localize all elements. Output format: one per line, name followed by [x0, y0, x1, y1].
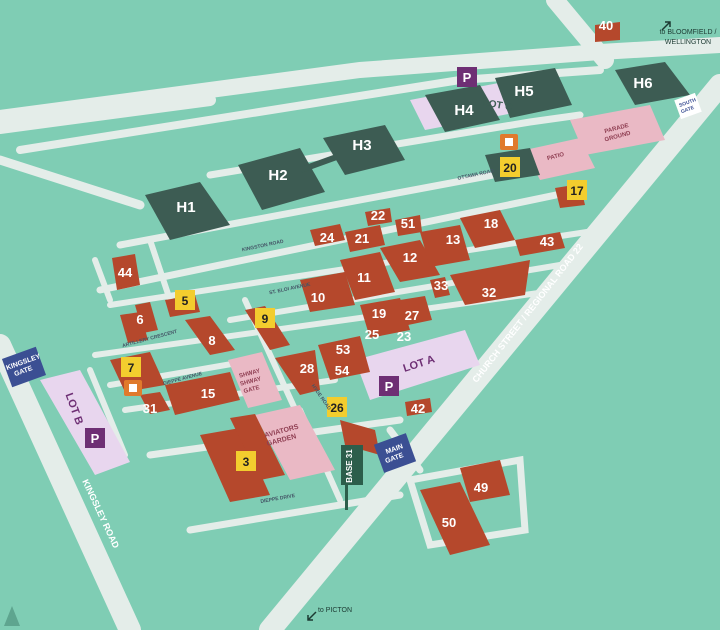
- highlight-marker-26[interactable]: [327, 397, 347, 417]
- building-label-21[interactable]: 21: [355, 231, 369, 246]
- flag-text: BASE 31: [345, 449, 354, 483]
- street-ottawa: OTTAWA ROAD: [457, 168, 495, 182]
- building-label-13[interactable]: 13: [446, 232, 460, 247]
- building-label-51[interactable]: 51: [401, 216, 415, 231]
- building-label-32[interactable]: 32: [482, 285, 496, 300]
- parade-ground-area[interactable]: [570, 105, 665, 155]
- hangar-label-h2[interactable]: H2: [268, 167, 287, 184]
- highlight-label-9[interactable]: 9: [262, 312, 269, 326]
- street-st-eloi: ST. ELOI AVENUE: [269, 282, 312, 297]
- direction-bloomfield-1: to BLOOMFIELD /: [660, 29, 717, 36]
- building-label-15[interactable]: 15: [201, 386, 215, 401]
- building-label-18[interactable]: 18: [484, 216, 498, 231]
- building-label-10[interactable]: 10: [311, 290, 325, 305]
- highlight-label-3[interactable]: 3: [243, 455, 250, 469]
- highlight-marker-9[interactable]: [255, 308, 275, 328]
- southwest-arrow-icon: [307, 611, 317, 621]
- shway-gate-label-3: GATE: [243, 385, 260, 395]
- parking-label-2[interactable]: P: [91, 431, 100, 446]
- building-label-42[interactable]: 42: [411, 401, 425, 416]
- highlight-label-5[interactable]: 5: [182, 294, 189, 308]
- south-gate-label-1[interactable]: SOUTH: [678, 97, 697, 109]
- street-church: CHURCH STREET / REGIONAL ROAD 22: [470, 242, 585, 385]
- south-gate-label-2[interactable]: GATE: [680, 105, 695, 115]
- parking-marker-2[interactable]: [85, 428, 105, 448]
- shway-gate-label-1: SHWAY: [239, 368, 261, 379]
- building-label-53[interactable]: 53: [336, 342, 350, 357]
- main-gate-sign[interactable]: [373, 433, 417, 473]
- street-kingsley-road: KINGSLEY ROAD: [80, 478, 121, 551]
- highlight-marker-17[interactable]: [567, 180, 587, 200]
- highlight-label-26[interactable]: 26: [330, 401, 344, 415]
- building-label-44[interactable]: 44: [118, 265, 133, 280]
- restroom-icon-20[interactable]: [500, 134, 518, 150]
- hangar-label-h6[interactable]: H6: [633, 75, 652, 92]
- shway-gate-label-2: SHWAY: [240, 376, 262, 387]
- building-label-19[interactable]: 19: [372, 306, 386, 321]
- highlight-marker-5[interactable]: [175, 290, 195, 310]
- hangar-label-h1[interactable]: H1: [176, 199, 195, 216]
- direction-bloomfield-2: WELLINGTON: [665, 39, 711, 46]
- street-kingston: KINGSTON ROAD: [241, 239, 284, 254]
- building-label-6[interactable]: 6: [136, 312, 143, 327]
- patio-area[interactable]: [525, 138, 595, 180]
- building-label-11[interactable]: 11: [357, 270, 371, 285]
- northeast-arrow-icon: [661, 21, 671, 31]
- compass-icon: [4, 606, 20, 626]
- highlight-label-17[interactable]: 17: [570, 184, 584, 198]
- building-label-33[interactable]: 33: [434, 278, 448, 293]
- brick-building-shapes: [110, 184, 585, 555]
- patio-label: PATIO: [547, 152, 566, 162]
- building-label-25[interactable]: 25: [365, 327, 379, 342]
- parking-label-1[interactable]: P: [463, 70, 472, 85]
- hangar-shapes: [145, 62, 690, 240]
- building-label-49[interactable]: 49: [474, 480, 488, 495]
- aviators-garden-area[interactable]: [255, 405, 335, 480]
- parking-marker-1[interactable]: [457, 67, 477, 87]
- street-dieppe-drive: DIEPPE DRIVE: [260, 493, 296, 505]
- building-label-54[interactable]: 54: [335, 363, 350, 378]
- building-label-12[interactable]: 12: [403, 250, 417, 265]
- building-label-22[interactable]: 22: [371, 208, 385, 223]
- restroom-icon-7[interactable]: [124, 380, 142, 396]
- building-label-24[interactable]: 24: [320, 230, 335, 245]
- hangar-label-h5[interactable]: H5: [514, 83, 533, 100]
- lot-b-area[interactable]: [40, 370, 130, 475]
- building-label-40[interactable]: 40: [599, 18, 613, 33]
- highlight-label-20[interactable]: 20: [503, 161, 517, 175]
- parking-marker-3[interactable]: [379, 376, 399, 396]
- parking-label-3[interactable]: P: [385, 379, 394, 394]
- lot-b-label: LOT B: [63, 391, 86, 426]
- south-gate-sign[interactable]: [674, 92, 702, 120]
- building-label-23[interactable]: 23: [397, 329, 411, 344]
- building-label-8[interactable]: 8: [208, 333, 215, 348]
- kingsley-gate-sign[interactable]: [1, 346, 47, 388]
- street-artillery: ARTILLERY CRESCENT: [122, 329, 178, 349]
- lot-a-label: LOT A: [402, 353, 437, 374]
- shway-gate-area[interactable]: [228, 352, 282, 408]
- direction-picton: to PICTON: [318, 607, 352, 614]
- highlight-label-7[interactable]: 7: [128, 361, 135, 375]
- building-label-31[interactable]: 31: [143, 401, 157, 416]
- building-40-shape: [595, 22, 620, 42]
- lot-c-label: LOT C: [482, 98, 513, 114]
- building-label-50[interactable]: 50: [442, 515, 456, 530]
- street-dieppe-ave: DIEPPE AVENUE: [163, 371, 204, 387]
- building-label-27[interactable]: 27: [405, 308, 419, 323]
- hangar-label-h3[interactable]: H3: [352, 137, 371, 154]
- building-label-43[interactable]: 43: [540, 234, 554, 249]
- highlight-marker-20[interactable]: [500, 157, 520, 177]
- highlight-marker-7[interactable]: [121, 357, 141, 377]
- flag-banner: [341, 445, 363, 485]
- hangar-label-h4[interactable]: H4: [454, 102, 474, 119]
- building-label-28[interactable]: 28: [300, 361, 314, 376]
- highlight-marker-3[interactable]: [236, 451, 256, 471]
